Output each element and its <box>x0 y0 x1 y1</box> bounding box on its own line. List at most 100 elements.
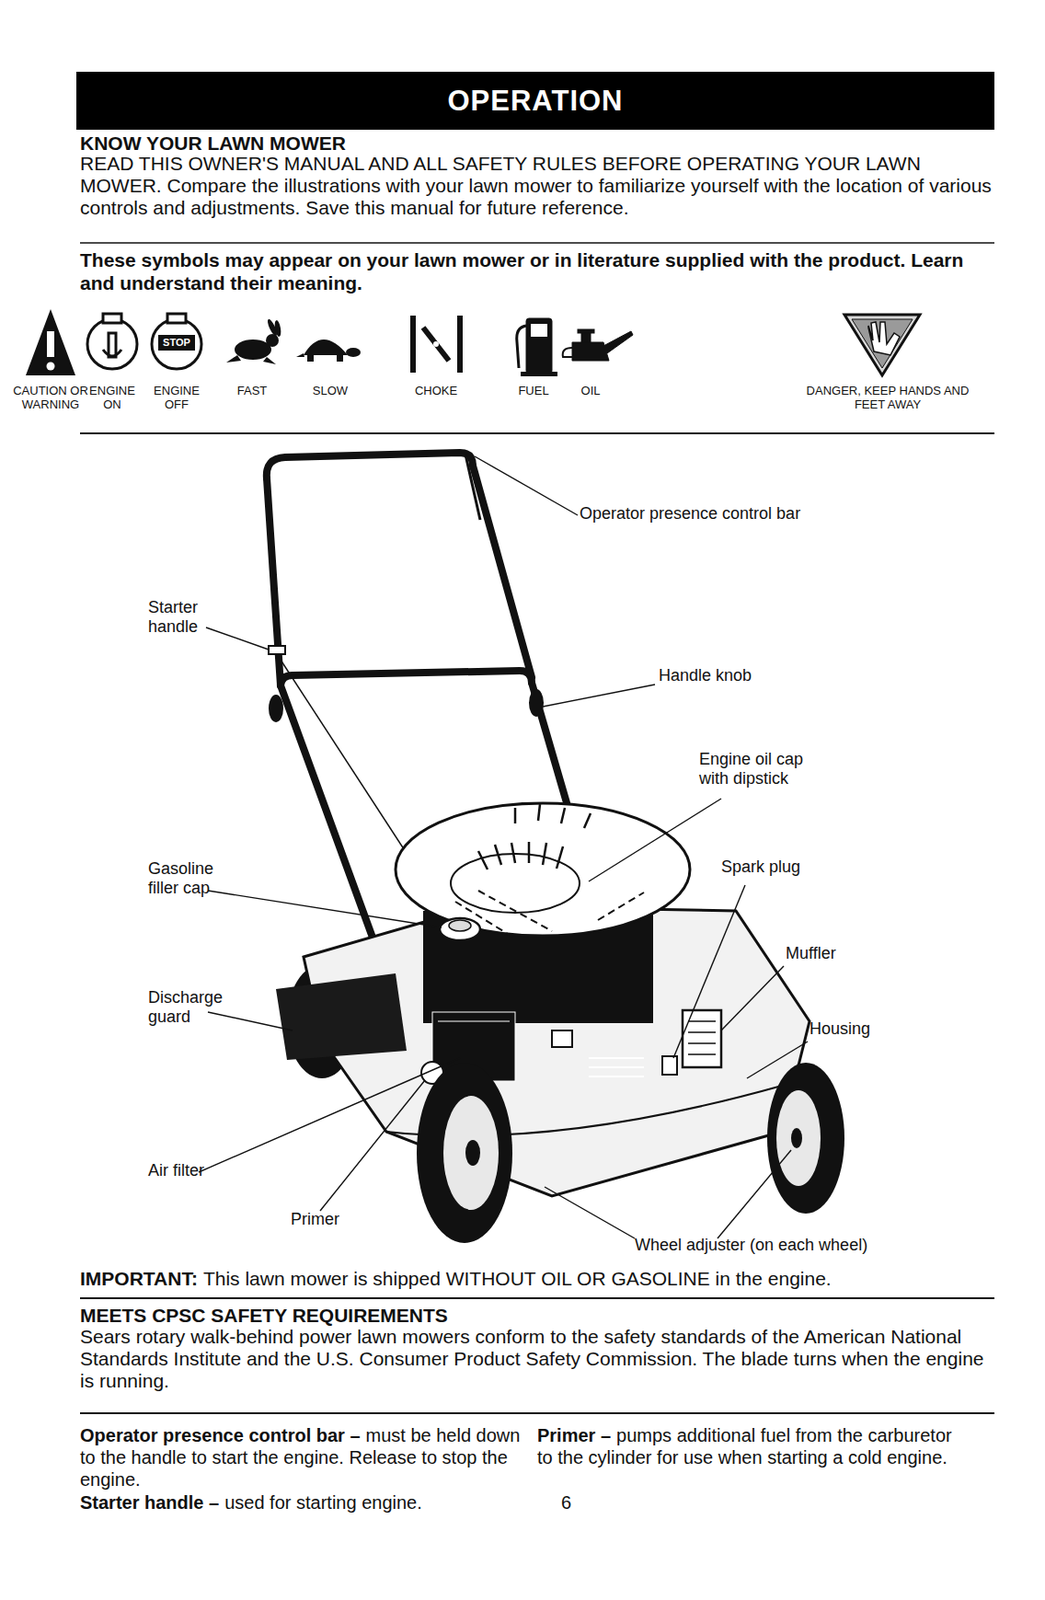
choke-symbol <box>433 341 439 347</box>
callout-label-block: Spark plug <box>721 857 860 877</box>
danger-hands-symbol <box>851 319 913 368</box>
choke-symbol <box>410 315 416 373</box>
important-note: This lawn mower is shipped WITHOUT OIL O… <box>203 1267 832 1289</box>
body-paragraph: Sears rotary walk-behind power lawn mowe… <box>80 1325 985 1391</box>
callout-label: Spark plug <box>721 857 801 876</box>
slow-symbol <box>307 355 314 362</box>
leader-line <box>717 1149 792 1239</box>
front-wheel <box>416 1062 513 1243</box>
engine <box>395 803 722 1084</box>
page-number: 6 <box>561 1492 572 1513</box>
symbol-caption: CHOKE <box>414 383 458 398</box>
caution-symbol <box>46 362 56 371</box>
important-note-block: IMPORTANT:This lawn mower is shipped WIT… <box>80 1267 1010 1290</box>
callout-label: Gasoline filler cap <box>148 859 214 897</box>
engine-on-symbol <box>87 319 138 369</box>
symbol-caption-block: FAST <box>215 383 289 398</box>
choke-symbol <box>423 327 449 361</box>
symbols-heading-block: These symbols may appear on your lawn mo… <box>80 248 996 295</box>
danger-hands-symbol <box>844 314 920 376</box>
slow-symbol <box>296 339 361 362</box>
symbol-caption-block: OIL <box>562 383 619 398</box>
mower-deck <box>275 906 810 1196</box>
oil-symbol <box>603 331 633 354</box>
front-wheel <box>791 1127 803 1149</box>
choke-symbol <box>410 315 463 373</box>
callout-label: Starter handle <box>148 597 198 636</box>
symbol-caption: SLOW <box>312 383 348 398</box>
danger-hands-symbol <box>844 314 920 376</box>
engine <box>688 1021 716 1055</box>
section-heading: KNOW YOUR LAWN MOWER <box>80 132 346 154</box>
subheading-block: MEETS CPSC SAFETY REQUIREMENTS <box>80 1303 1000 1327</box>
callout-label-block: Primer <box>290 1209 402 1229</box>
control-description-block: Primer –pumps additional fuel from the c… <box>537 1423 970 1469</box>
leader-line <box>206 627 269 650</box>
control-description: Primer – <box>537 1424 611 1446</box>
symbol-caption-block: CHOKE <box>399 383 473 398</box>
stop-sign-text-block: STOP <box>158 336 196 348</box>
symbols-heading: These symbols may appear on your lawn mo… <box>80 249 964 294</box>
leader-line <box>673 884 746 1058</box>
important-note: IMPORTANT: <box>80 1267 198 1289</box>
symbol-caption: DANGER, KEEP HANDS AND FEET AWAY <box>806 383 970 412</box>
symbol-caption-block: SLOW <box>293 383 368 398</box>
rule-line <box>80 242 995 1413</box>
engine <box>478 803 591 870</box>
fast-symbol <box>263 356 276 365</box>
callout-label-block: Gasoline filler cap <box>148 859 241 898</box>
symbol-caption-block: ENGINE OFF <box>147 383 207 412</box>
section-header-band: OPERATION <box>76 71 995 130</box>
leader-line <box>542 684 655 707</box>
callout-label-block: Starter handle <box>148 597 231 637</box>
control-description-block: Starter handle –used for starting engine… <box>80 1491 559 1514</box>
engine <box>395 803 690 936</box>
handle-detail <box>528 689 544 717</box>
engine-off-symbol <box>167 313 186 323</box>
callout-label: Housing <box>809 1019 871 1038</box>
engine <box>588 1057 644 1077</box>
callout-label-block: Housing <box>809 1019 920 1039</box>
engine-on-symbol <box>103 349 122 356</box>
rule-line <box>80 432 995 435</box>
oil-symbol <box>572 342 609 361</box>
choke-symbol <box>457 315 463 373</box>
section-heading-block: KNOW YOUR LAWN MOWER <box>80 131 1000 155</box>
callout-label-block: Air filter <box>148 1160 259 1181</box>
mower-handle <box>280 685 387 976</box>
leader-line <box>746 1041 808 1079</box>
stop-sign-text: STOP <box>162 336 191 348</box>
front-wheel <box>443 1095 499 1210</box>
body-paragraph-block: Sears rotary walk-behind power lawn mowe… <box>80 1325 996 1392</box>
callout-label: Air filter <box>148 1160 205 1180</box>
oil-symbol <box>577 329 595 334</box>
leader-line <box>320 1079 425 1211</box>
symbol-caption: FUEL <box>517 383 549 398</box>
fast-symbol <box>234 339 272 360</box>
leader-line <box>474 456 578 516</box>
engine <box>437 1021 510 1023</box>
symbol-caption: FAST <box>237 383 268 398</box>
leader-line <box>721 965 784 1031</box>
fuel-symbol <box>526 318 552 374</box>
engine <box>682 1010 722 1068</box>
callout-label: Engine oil cap with dipstick <box>699 749 804 788</box>
fast-symbol <box>226 355 242 363</box>
fuel-symbol <box>516 318 558 377</box>
fuel-symbol <box>520 371 558 377</box>
fast-symbol <box>226 318 283 365</box>
callout-label: Discharge guard <box>148 987 223 1026</box>
control-description: Starter handle – <box>80 1492 219 1513</box>
symbol-caption: ENGINE OFF <box>153 383 200 412</box>
rule-line <box>80 241 995 244</box>
fast-symbol <box>265 333 279 347</box>
slow-symbol <box>345 347 361 357</box>
rule-line <box>80 1297 995 1299</box>
intro-paragraph: READ THIS OWNER'S MANUAL AND ALL SAFETY … <box>80 152 992 219</box>
oil-symbol <box>581 333 591 343</box>
control-description: used for starting engine. <box>224 1492 423 1513</box>
engine <box>455 890 644 939</box>
subheading: MEETS CPSC SAFETY REQUIREMENTS <box>80 1304 448 1326</box>
engine <box>551 1030 573 1047</box>
mower-handle <box>266 452 473 479</box>
